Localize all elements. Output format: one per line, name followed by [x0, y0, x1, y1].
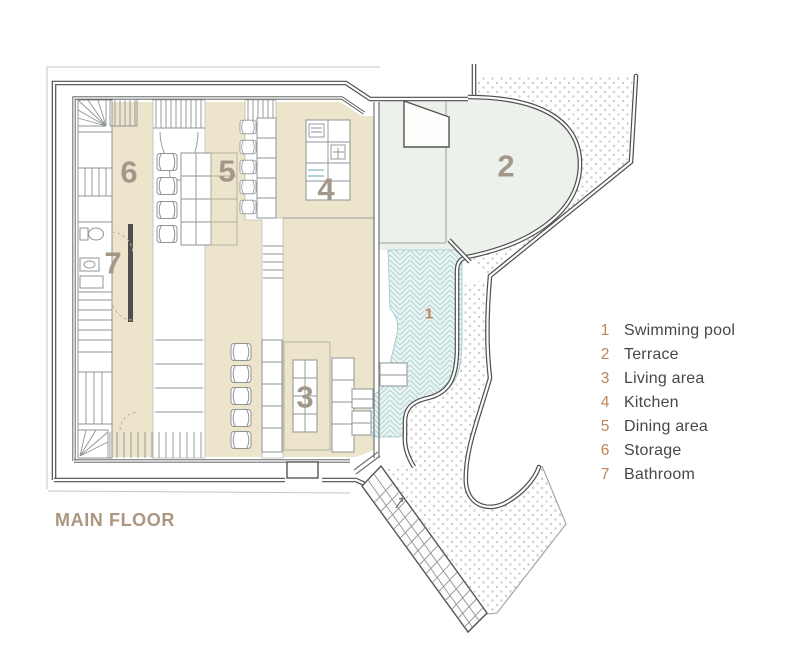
- plan-marker-terrace: 2: [497, 148, 515, 184]
- legend-number: 7: [600, 466, 610, 483]
- legend-label: Living area: [624, 370, 705, 387]
- legend-number: 6: [600, 442, 610, 459]
- plan-marker-bathroom: 7: [104, 245, 122, 281]
- entrance-walkway: [361, 464, 488, 634]
- legend-item: 6 Storage: [597, 439, 735, 463]
- legend-number: 4: [600, 394, 610, 411]
- window-wall: [373, 102, 380, 458]
- terrace-details: [380, 100, 450, 244]
- plan-marker-kitchen: 4: [317, 171, 335, 207]
- legend-label: Terrace: [624, 346, 679, 363]
- legend-label: Bathroom: [624, 466, 695, 483]
- plan-marker-dining-area: 5: [218, 153, 236, 189]
- plan-marker-swimming-pool: 1: [424, 305, 434, 323]
- legend-number: 2: [600, 346, 610, 363]
- plan-marker-living-area: 3: [296, 379, 314, 415]
- legend-label: Dining area: [624, 418, 709, 435]
- legend: 1 Swimming pool 2 Terrace 3 Living area …: [597, 319, 735, 487]
- legend-item: 2 Terrace: [597, 343, 735, 367]
- legend-label: Swimming pool: [624, 322, 736, 339]
- legend-item: 3 Living area: [597, 367, 735, 391]
- legend-label: Kitchen: [624, 394, 679, 411]
- legend-number: 5: [600, 418, 610, 435]
- pool-deck-steps: [351, 362, 408, 436]
- legend-number: 3: [600, 370, 610, 387]
- legend-label: Storage: [624, 442, 682, 459]
- legend-number: 1: [600, 322, 610, 339]
- plan-title: MAIN FLOOR: [55, 510, 175, 530]
- legend-item: 7 Bathroom: [597, 463, 735, 487]
- building-walls: [51, 64, 639, 510]
- plan-marker-storage: 6: [120, 154, 138, 190]
- legend-item: 1 Swimming pool: [597, 319, 735, 343]
- entrance-step: [286, 461, 319, 479]
- legend-item: 5 Dining area: [597, 415, 735, 439]
- furniture: [77, 99, 381, 475]
- legend-item: 4 Kitchen: [597, 391, 735, 415]
